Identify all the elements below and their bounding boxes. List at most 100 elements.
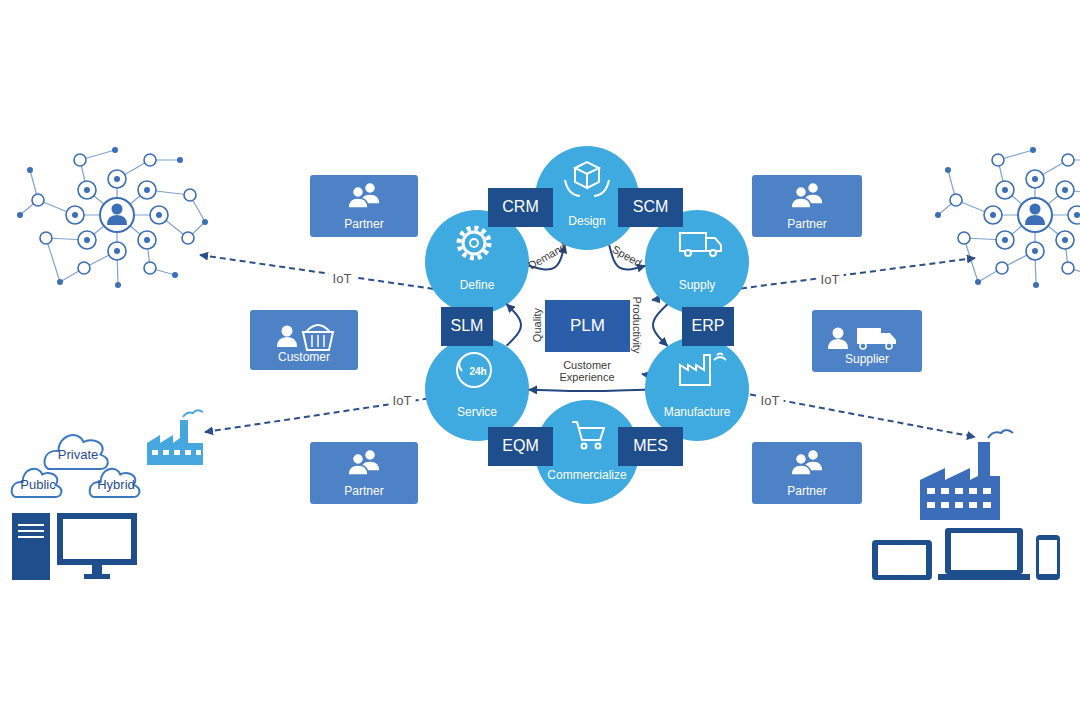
node-text: Service xyxy=(457,406,497,420)
node-text: Commercialize xyxy=(547,469,626,483)
supplier-icon xyxy=(860,343,866,349)
flow-arrow xyxy=(653,304,667,346)
design-icon xyxy=(565,180,609,196)
node-text: Partner xyxy=(787,218,826,232)
manufacture-icon xyxy=(680,355,710,385)
commercialize-icon xyxy=(572,422,604,449)
node-text: MES xyxy=(633,437,668,455)
iot-link xyxy=(200,255,455,292)
flow-label: Demand xyxy=(526,240,568,271)
supplier-icon xyxy=(857,328,881,344)
flow-label: Productivity xyxy=(631,297,643,354)
node-text: Supply xyxy=(679,279,716,293)
link-label: IoT xyxy=(329,271,356,286)
manufacture-icon xyxy=(714,354,726,361)
factory-icon xyxy=(147,410,203,465)
device-icons xyxy=(878,545,926,575)
commercialize-icon xyxy=(572,422,604,440)
system-box: MES xyxy=(618,427,683,466)
device-icons xyxy=(951,533,1017,570)
define-icon xyxy=(459,228,489,258)
flow-arrow xyxy=(529,245,565,269)
flow-label: Speed xyxy=(610,243,644,269)
node-text: Define xyxy=(460,279,495,293)
system-box: SCM xyxy=(618,188,683,227)
connector-layer xyxy=(507,245,668,391)
node-text: Customer xyxy=(278,351,330,365)
device-icons xyxy=(945,528,1023,574)
node-text: Supplier xyxy=(845,353,889,367)
node-text: Public xyxy=(20,478,55,493)
supply-icon xyxy=(710,250,716,256)
device-icons xyxy=(872,540,932,580)
cloud-outline xyxy=(44,435,107,469)
device-icons xyxy=(1039,540,1057,574)
flow-label: Customer Experience xyxy=(547,359,627,383)
design-icon xyxy=(575,162,599,188)
circle-outline xyxy=(425,337,529,441)
supply-icon xyxy=(680,233,706,251)
design-icon xyxy=(565,162,609,196)
partner-icon xyxy=(348,183,823,476)
node-text: Manufacture xyxy=(664,406,731,420)
define-icon xyxy=(463,232,485,254)
node-text: Partner xyxy=(344,218,383,232)
supplier-icon xyxy=(886,343,892,349)
role-box: Partner xyxy=(752,175,862,237)
factory-icon xyxy=(147,420,203,465)
system-box: EQM xyxy=(488,427,553,466)
supply-icon xyxy=(685,250,691,256)
flow-label: Quality xyxy=(531,308,543,342)
circle-outline xyxy=(425,337,529,441)
system-box: SLM xyxy=(441,307,493,346)
circle-outline xyxy=(645,337,749,441)
circle-outline xyxy=(645,210,749,314)
iot-network-left xyxy=(17,147,208,288)
service-icon xyxy=(459,358,462,371)
device-icons xyxy=(938,574,1030,580)
computer-icon xyxy=(12,513,50,580)
node-text: Partner xyxy=(344,485,383,499)
computer-icon xyxy=(18,525,44,537)
circle-outline xyxy=(645,337,749,441)
flow-arrow xyxy=(609,245,645,269)
stage-circle: Service xyxy=(425,337,529,441)
circle-outline xyxy=(425,210,529,314)
customer-icon xyxy=(277,325,333,350)
node-text: SLM xyxy=(451,317,484,335)
define-icon xyxy=(470,239,478,247)
supply-icon xyxy=(706,238,721,251)
node-text: SCM xyxy=(633,198,669,216)
partner-icon xyxy=(791,187,811,209)
factory-icon xyxy=(152,450,201,455)
customer-icon xyxy=(312,335,324,347)
customer-icon xyxy=(306,325,330,332)
role-box: Customer xyxy=(250,310,358,370)
service-icon xyxy=(457,353,491,387)
system-box: CRM xyxy=(488,188,553,227)
computer-icon xyxy=(12,513,134,580)
supplier-icon xyxy=(828,328,848,350)
node-text: Design xyxy=(568,215,605,229)
factory-icon xyxy=(988,430,1013,438)
node-text: ERP xyxy=(692,317,725,335)
partner-icon xyxy=(803,450,823,472)
define-icon xyxy=(459,228,489,258)
link-label: IoT xyxy=(817,272,844,287)
factory-icon xyxy=(920,442,1000,520)
node-text: CRM xyxy=(502,198,538,216)
partner-icon xyxy=(803,183,823,205)
customer-icon xyxy=(277,326,297,348)
system-box: ERP xyxy=(682,307,734,346)
node-text: Private xyxy=(58,448,98,463)
role-box: Partner xyxy=(310,175,418,237)
node-text: EQM xyxy=(502,437,538,455)
role-box: Partner xyxy=(752,442,862,504)
partner-icon xyxy=(791,454,811,476)
factory-icon xyxy=(920,430,1013,520)
flow-arrow xyxy=(529,390,645,391)
link-label: IoT xyxy=(389,393,416,408)
supplier-icon xyxy=(881,333,896,344)
